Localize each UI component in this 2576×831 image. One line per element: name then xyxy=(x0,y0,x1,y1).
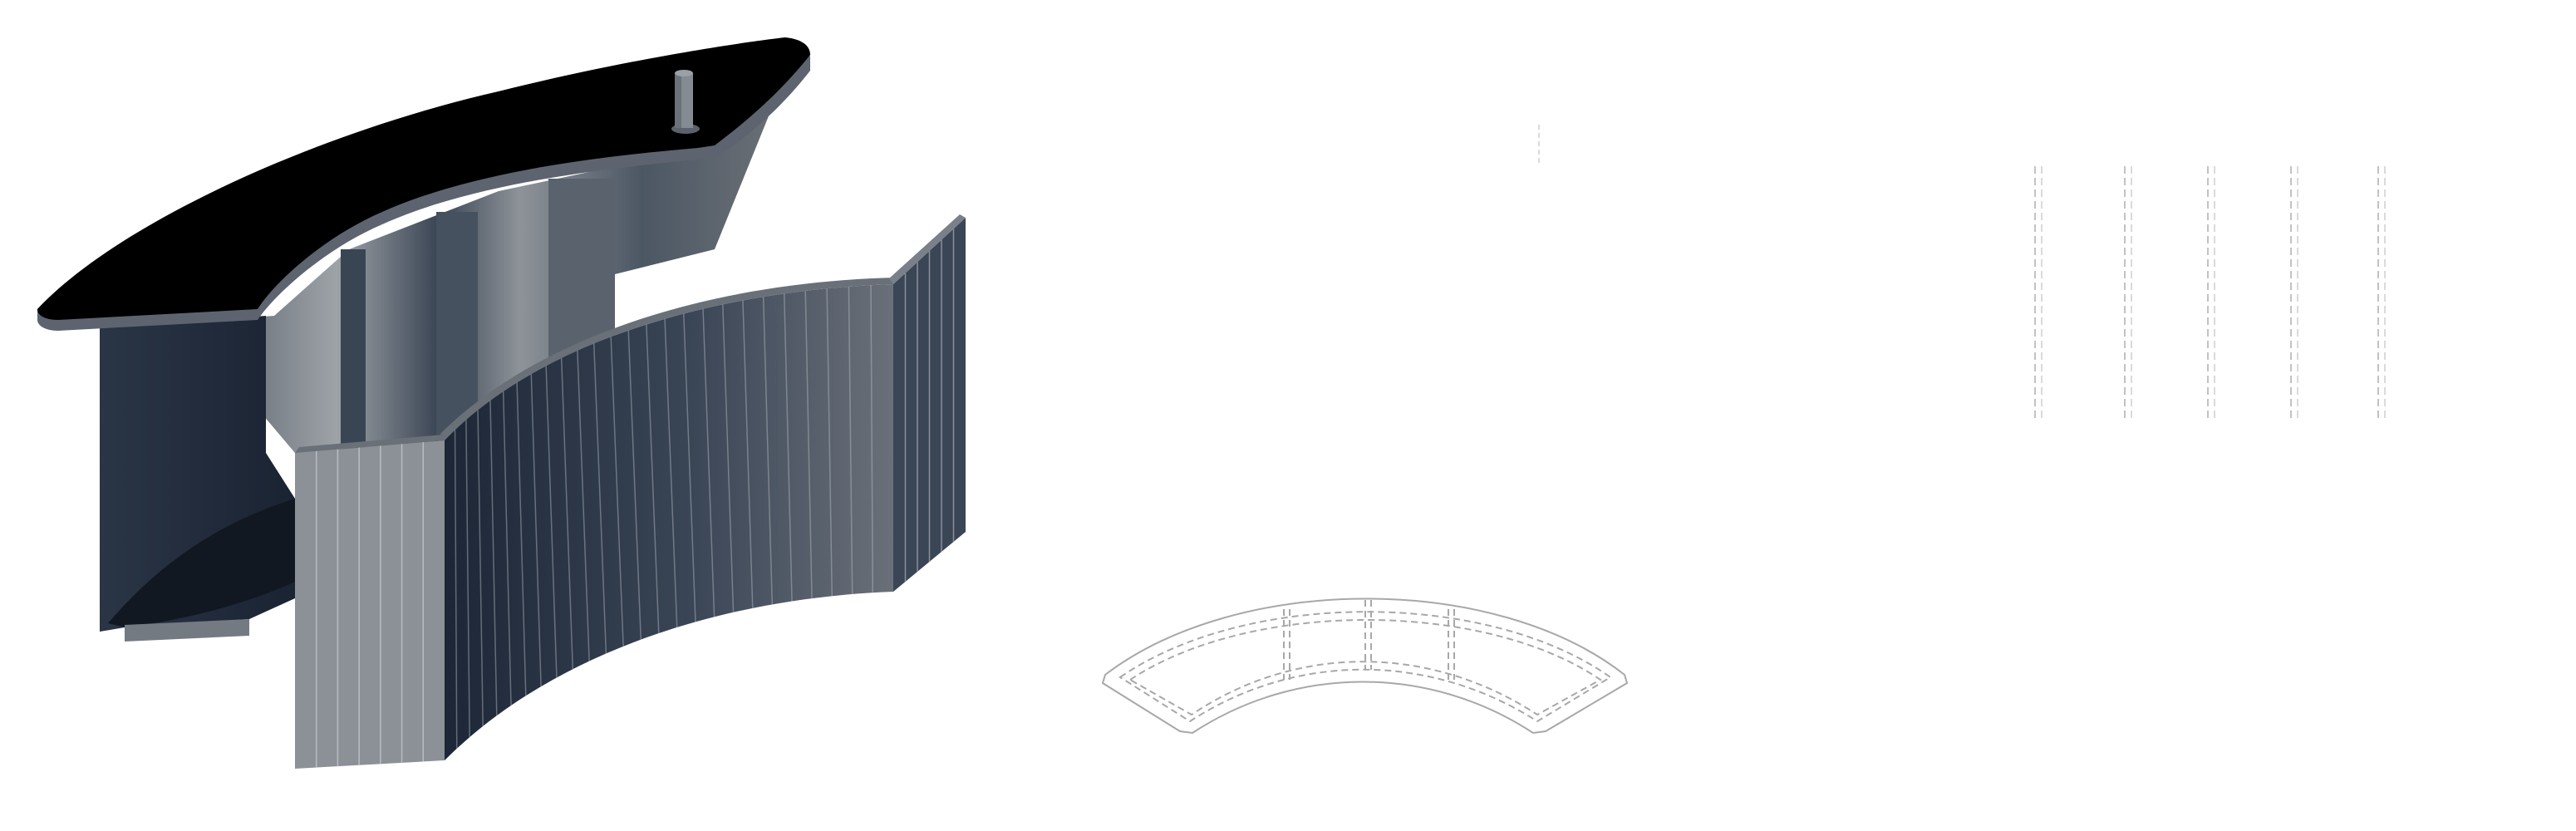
front-panel-left-segment xyxy=(295,440,445,769)
front-panel-slat xyxy=(702,308,715,617)
front-panel-slat xyxy=(477,410,484,726)
counter-base-plinth xyxy=(125,619,249,642)
front-panel-slat xyxy=(560,358,574,670)
front-panel-slats xyxy=(315,229,955,768)
plan-outer-outline xyxy=(1101,597,1629,735)
front-panel-slat xyxy=(646,324,660,634)
front-panel-slat xyxy=(664,318,678,627)
front-panel-slat xyxy=(489,401,498,716)
inner-pillar xyxy=(436,212,478,436)
front-panel-slat xyxy=(592,343,607,654)
front-panel-slat xyxy=(545,366,558,678)
plan-inner-outline-2 xyxy=(1128,619,1602,716)
front-panel-slat xyxy=(502,391,512,706)
front-panel-slat xyxy=(742,300,754,608)
front-panel-slat xyxy=(530,374,542,687)
top-plan-view xyxy=(1101,597,1629,735)
front-panel-slat xyxy=(627,330,642,640)
front-panel-slat xyxy=(683,313,696,622)
cable-grommet-post xyxy=(671,70,700,134)
front-panel-right-return-top xyxy=(889,214,966,284)
front-panel-slat xyxy=(465,420,470,738)
counter-lower-shelf xyxy=(108,499,295,627)
front-panel-slat xyxy=(722,304,735,612)
isometric-view xyxy=(37,37,966,769)
front-panel-slat xyxy=(783,293,793,602)
front-panel-slat xyxy=(870,285,874,593)
counter-top xyxy=(37,37,810,320)
front-panel-slat xyxy=(762,297,774,605)
inner-pillar xyxy=(548,179,615,357)
front-panel-slat xyxy=(610,337,624,647)
plan-inner-outline xyxy=(1118,611,1612,723)
front-panel-slat xyxy=(804,290,813,599)
front-panel-slat xyxy=(516,382,527,696)
inner-pillar xyxy=(341,249,366,457)
front-panel-slat xyxy=(454,430,458,749)
front-panel-slat xyxy=(848,286,853,594)
front-elevation-view xyxy=(2034,166,2386,420)
front-panel-curved xyxy=(445,284,893,760)
front-panel-slat xyxy=(577,351,590,661)
front-panel-slat xyxy=(826,288,833,597)
front-panel-left-top xyxy=(295,434,453,453)
